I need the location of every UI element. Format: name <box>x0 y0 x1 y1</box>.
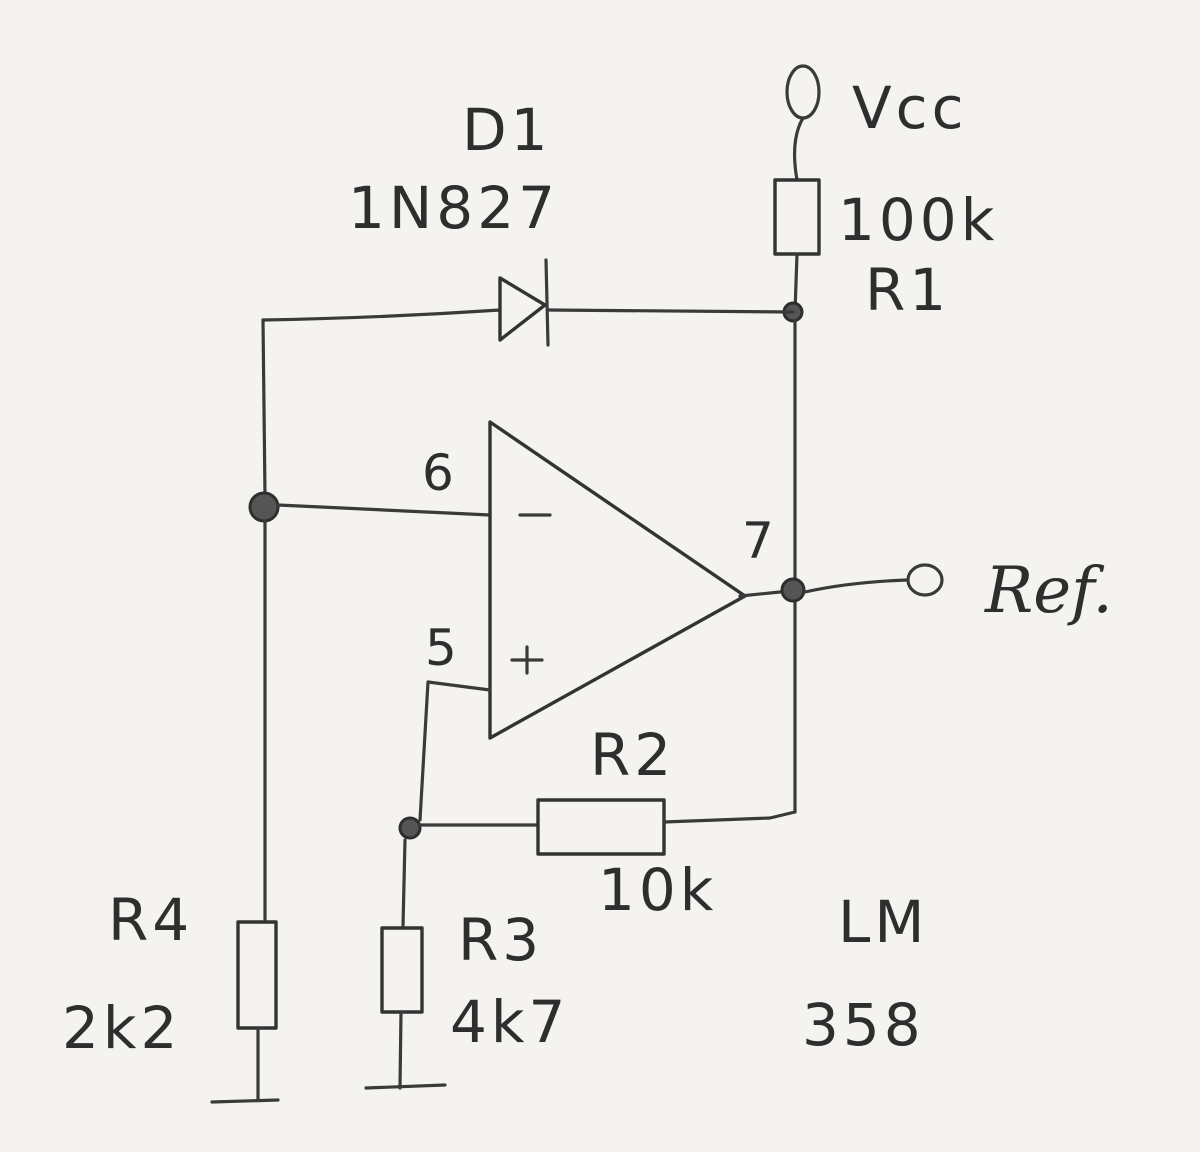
diode-bar <box>544 258 550 347</box>
ic-name-line2: 358 <box>802 991 925 1059</box>
r3-name-label: R3 <box>458 906 543 974</box>
ref-label: Ref. <box>984 554 1113 628</box>
ref-wire <box>803 578 910 594</box>
r4-name-label: R4 <box>108 886 193 954</box>
node-output <box>780 577 806 603</box>
pin6-label: 6 <box>422 444 457 502</box>
r2-right-wire <box>662 810 797 824</box>
ref-terminal <box>906 563 944 597</box>
diode-d1 <box>498 276 547 342</box>
diode-cathode-wire <box>546 308 795 314</box>
vcc-wire <box>792 116 805 182</box>
resistor-r4 <box>236 920 278 1030</box>
diode-anode-wire <box>261 308 502 322</box>
resistor-r3 <box>380 926 424 1014</box>
d1-part-label: 1N827 <box>348 174 559 242</box>
op-amp-triangle <box>488 420 747 740</box>
ground-r3 <box>364 1083 447 1090</box>
pin7-label: 7 <box>742 512 777 570</box>
opamp-output-wire <box>738 590 782 598</box>
node-pin5-r3 <box>398 816 422 840</box>
left-vertical-wire <box>261 318 267 497</box>
d1-label: D1 <box>462 96 552 164</box>
r3-value-label: 4k7 <box>450 988 569 1056</box>
pin6-wire <box>276 503 492 517</box>
r1-name-label: R1 <box>865 256 950 324</box>
pin5-label: 5 <box>425 619 460 677</box>
resistor-r2 <box>536 798 666 856</box>
vcc-terminal <box>785 64 821 120</box>
resistor-r1 <box>773 178 821 256</box>
ground-r4 <box>210 1098 280 1104</box>
pin5-wire <box>418 680 492 822</box>
r2-value-label: 10k <box>598 856 717 924</box>
r2-name-label: R2 <box>590 721 675 789</box>
r4-value-label: 2k2 <box>62 994 181 1062</box>
ic-name-line1: LM <box>838 888 928 956</box>
plus-sign <box>510 645 544 675</box>
vcc-label: Vcc <box>852 74 967 142</box>
node-pin6 <box>248 491 280 523</box>
r3-top-wire <box>401 838 407 928</box>
r1-value-label: 100k <box>838 186 998 254</box>
r3-bottom-wire <box>398 1010 403 1090</box>
